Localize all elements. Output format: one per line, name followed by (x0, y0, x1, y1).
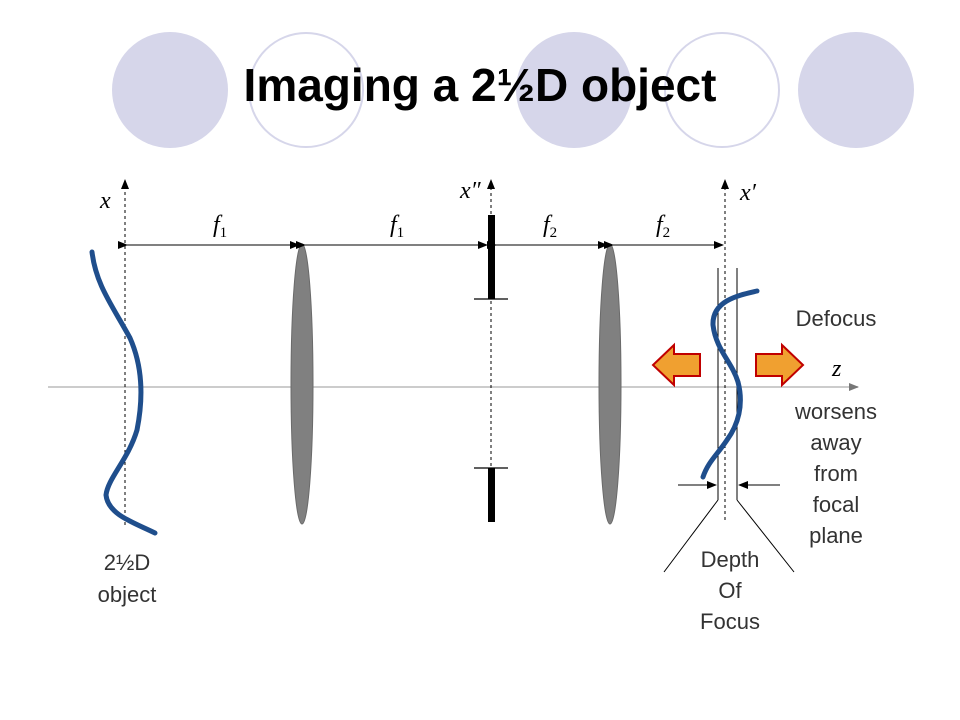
header-circle-2 (248, 32, 364, 148)
header-circle-3 (516, 32, 632, 148)
lens-1 (290, 243, 314, 525)
header-circle-5 (798, 32, 914, 148)
defocus-label: Defocus (796, 306, 877, 331)
worsens-line-1: worsens (794, 399, 877, 424)
z-axis-label: z (831, 356, 842, 382)
worsens-line-4: focal (813, 492, 859, 517)
lens-2 (598, 243, 622, 525)
object-label-line-1: 2½D (104, 550, 150, 575)
worsens-line-3: from (814, 461, 858, 486)
worsens-line-2: away (810, 430, 861, 455)
x-double-prime-label: x″ (459, 178, 482, 204)
focal-label-f2-right: f2 (656, 212, 670, 241)
image-surface-curve (700, 288, 760, 480)
x-axis-label: x (99, 188, 111, 214)
depth-of-focus-line-1: Depth (701, 547, 760, 572)
aperture-stop-top (488, 215, 495, 299)
worsens-line-5: plane (809, 523, 863, 548)
aperture-stop-bottom (488, 468, 495, 522)
depth-of-focus-line-3: Focus (700, 609, 760, 634)
object-label-line-2: object (98, 582, 157, 607)
slide-title: Imaging a 2½D object (243, 59, 717, 111)
focal-label-f1-left: f1 (213, 212, 227, 241)
depth-of-focus-markers (663, 481, 795, 573)
object-surface-curve (89, 249, 158, 536)
depth-of-focus-line-2: Of (718, 578, 742, 603)
focal-label-f1-right: f1 (390, 212, 404, 241)
defocus-arrow-right (755, 342, 805, 388)
focal-label-f2-left: f2 (543, 212, 557, 241)
x-prime-label: x′ (739, 180, 757, 206)
header-circle-4 (664, 32, 780, 148)
header-circle-1 (112, 32, 228, 148)
defocus-arrow-left (651, 342, 701, 388)
